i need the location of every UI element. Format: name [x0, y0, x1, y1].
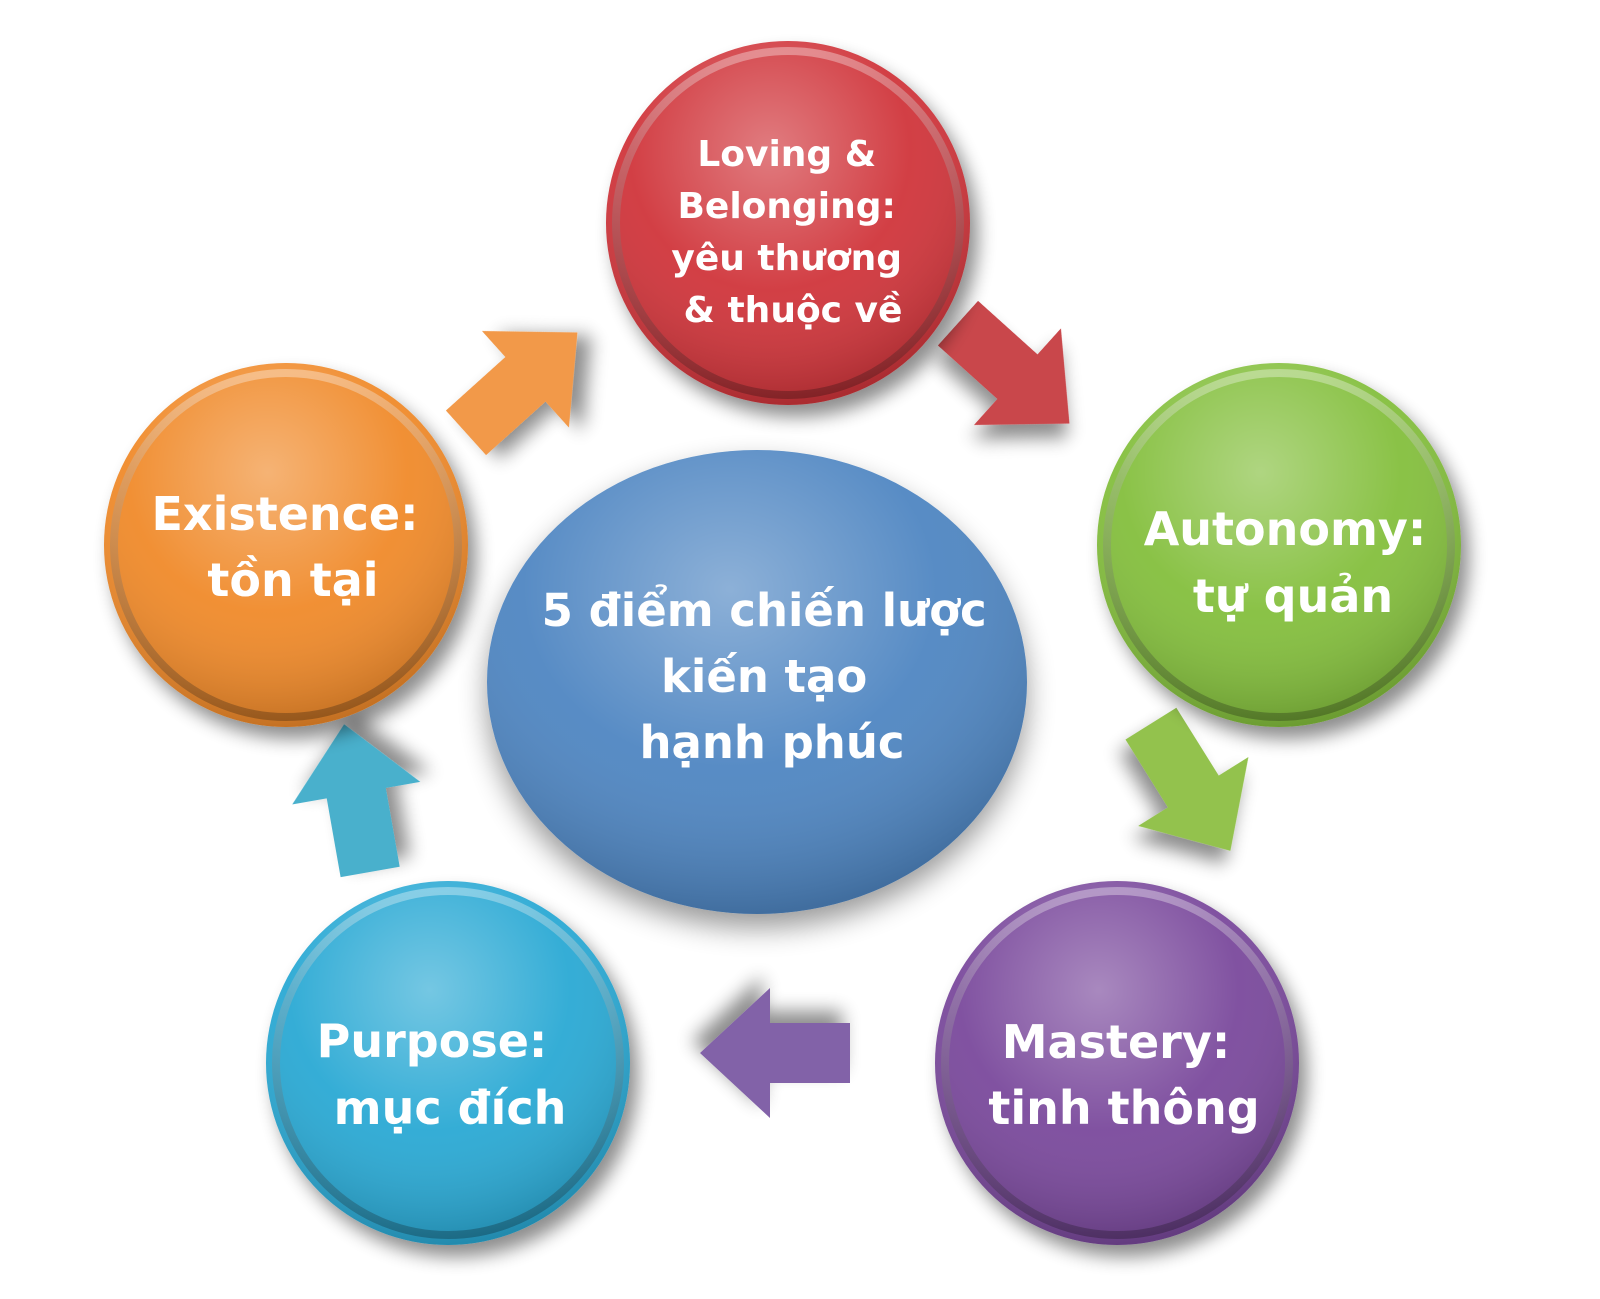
node-autonomy: Autonomy: tự quản	[1097, 363, 1461, 727]
node-purpose: Purpose: mục đích	[266, 881, 630, 1245]
autonomy-line-1: Autonomy:	[1144, 502, 1427, 556]
mastery-line-2: tinh thông	[988, 1081, 1259, 1135]
svg-text:Autonomy: tự quản: Autonomy: tự quản	[1144, 502, 1443, 623]
arrow-loving-to-autonomy	[937, 300, 1070, 425]
existence-line-2: tồn tại	[207, 553, 378, 607]
svg-text:Purpose: mục đích: Purpose: mục đích	[317, 1014, 567, 1135]
svg-text:Loving & Belonging:: Loving & Belonging: yêu thương & thuộc v…	[671, 134, 914, 331]
arrow-mastery-to-purpose	[700, 988, 850, 1118]
arrow-existence-to-loving	[445, 331, 578, 456]
arrow-autonomy-to-mastery	[1125, 707, 1249, 851]
purpose-line-2: mục đích	[334, 1081, 567, 1135]
existence-line-1: Existence:	[151, 487, 418, 541]
node-existence: Existence: tồn tại	[104, 363, 468, 727]
purpose-line-1: Purpose:	[317, 1014, 548, 1068]
svg-text:Mastery: tinh thông: Mastery: tinh thông	[988, 1015, 1259, 1135]
loving-line-2: Belonging:	[677, 186, 895, 227]
mastery-line-1: Mastery:	[1002, 1015, 1230, 1069]
center-node: 5 điểm chiến lược kiến tạo hạnh phúc	[487, 450, 1027, 914]
node-loving-belonging: Loving & Belonging: yêu thương & thuộc v…	[606, 41, 970, 405]
loving-line-4: & thuộc về	[684, 290, 903, 331]
arrow-purpose-to-existence	[292, 724, 421, 878]
center-line-3: hạnh phúc	[639, 716, 904, 769]
autonomy-line-2: tự quản	[1193, 569, 1393, 623]
svg-text:Existence: tồn tại: Existence: tồn tại	[151, 487, 434, 607]
svg-text:5 điểm chiến lược kiến t: 5 điểm chiến lược kiến tạo hạnh phúc	[542, 584, 1003, 769]
node-mastery: Mastery: tinh thông	[935, 881, 1299, 1245]
loving-line-3: yêu thương	[671, 238, 902, 279]
center-line-1: 5 điểm chiến lược	[542, 584, 987, 637]
loving-line-1: Loving &	[697, 134, 876, 175]
center-line-2: kiến tạo	[661, 650, 867, 703]
